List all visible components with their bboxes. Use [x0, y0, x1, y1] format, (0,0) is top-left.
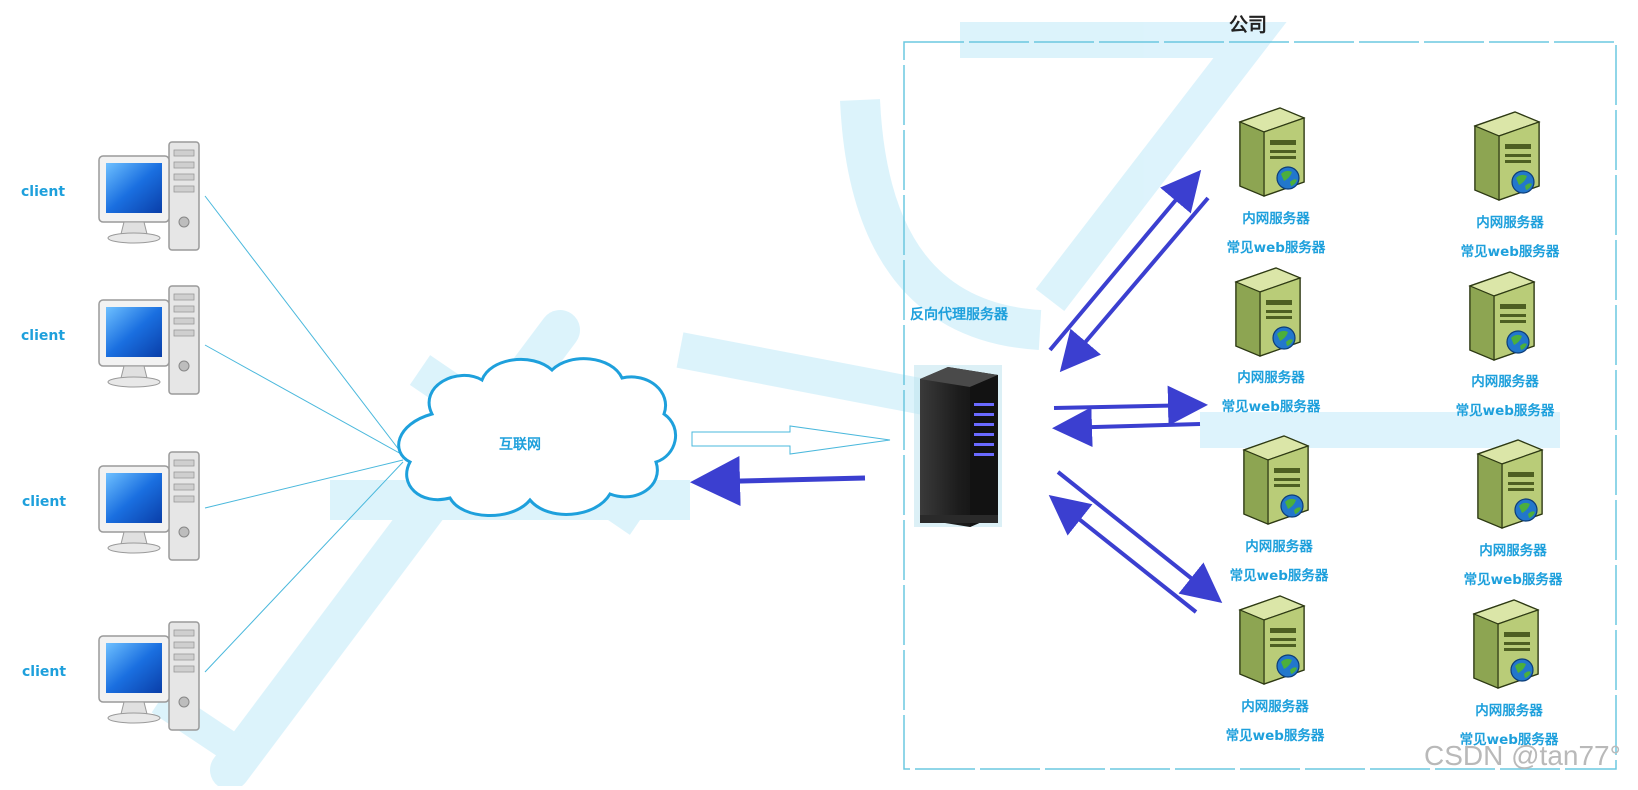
response-arrow: [690, 456, 866, 507]
request-hollow-arrow: [691, 425, 891, 455]
forward-arrow-middle: [1053, 385, 1208, 426]
client-computer-icon: [98, 621, 200, 731]
web-server-icon: [1239, 107, 1305, 197]
company-boundary: [903, 41, 1617, 770]
server-type-label: 常见web服务器: [1463, 572, 1563, 588]
return-arrow-top: [1059, 196, 1210, 373]
client-label: client: [22, 664, 67, 680]
server-name-label: 内网服务器: [1471, 374, 1539, 390]
internet-cloud-icon: [397, 357, 677, 517]
csdn-watermark: CSDN @tan77°: [1424, 740, 1621, 771]
client-computer-icon: [98, 285, 200, 395]
server-type-label: 常见web服务器: [1226, 240, 1326, 256]
server-type-label: 常见web服务器: [1459, 732, 1559, 748]
server-name-label: 内网服务器: [1475, 703, 1543, 719]
web-server-icon: [1235, 267, 1301, 357]
client-computer-icon: [98, 141, 200, 251]
server-type-label: 常见web服务器: [1221, 399, 1321, 415]
web-server-icon: [1469, 271, 1535, 361]
server-type-label: 常见web服务器: [1225, 728, 1325, 744]
proxy-server-arrows: [1048, 169, 1223, 614]
server-name-label: 内网服务器: [1241, 699, 1309, 715]
client-label: client: [21, 184, 66, 200]
client-line-2: [204, 344, 404, 456]
web-server-icon: [1243, 435, 1309, 525]
client-computer-icon: [98, 451, 200, 561]
web-server-icon: [1239, 595, 1305, 685]
client-line-3: [204, 459, 404, 509]
client-line-4: [204, 461, 404, 673]
reverse-proxy-label: 反向代理服务器: [910, 307, 1008, 323]
internet-label: 互联网: [499, 437, 541, 453]
server-type-label: 常见web服务器: [1460, 244, 1560, 260]
return-arrow-middle: [1052, 407, 1201, 448]
server-name-label: 内网服务器: [1242, 211, 1310, 227]
forward-arrow-top: [1048, 169, 1202, 352]
web-server-icon: [1473, 599, 1539, 689]
client-connection-lines: [204, 195, 404, 673]
client-label: client: [21, 328, 66, 344]
web-server-icon: [1474, 111, 1540, 201]
server-name-label: 内网服务器: [1245, 539, 1313, 555]
server-name-label: 内网服务器: [1479, 543, 1547, 559]
reverse-proxy-server-icon: [914, 365, 1002, 527]
server-name-label: 内网服务器: [1476, 215, 1544, 231]
return-arrow-bottom: [1048, 495, 1198, 614]
web-server-icon: [1477, 439, 1543, 529]
server-type-label: 常见web服务器: [1455, 403, 1555, 419]
company-title: 公司: [1229, 14, 1268, 36]
server-type-label: 常见web服务器: [1229, 568, 1329, 584]
forward-arrow-bottom: [1056, 470, 1223, 603]
server-name-label: 内网服务器: [1237, 370, 1305, 386]
client-label: client: [22, 494, 67, 510]
client-line-1: [204, 195, 404, 456]
